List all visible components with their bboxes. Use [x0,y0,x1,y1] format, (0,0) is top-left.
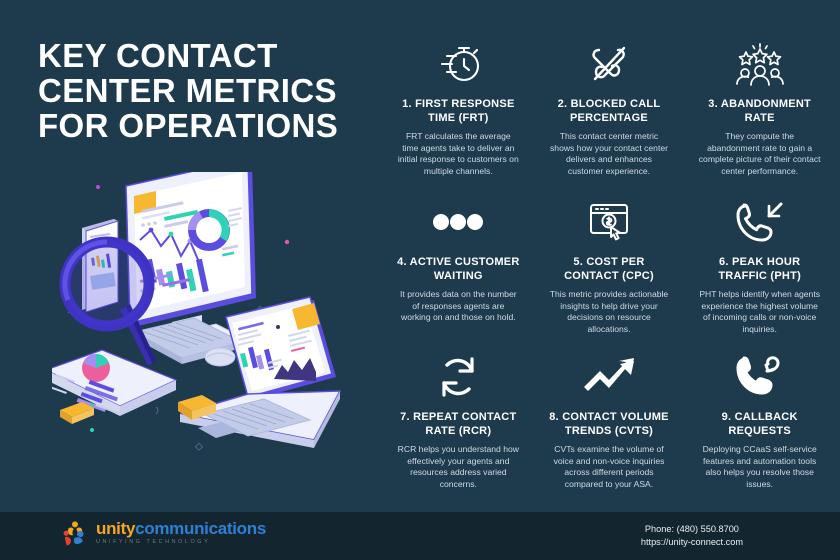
logo-unity-text: unity [96,519,136,539]
metric-title: 7. REPEAT CONTACT RATE (RCR) [400,411,517,437]
stars-people-icon [692,36,827,92]
metric-description: They compute the abandonment rate to gai… [698,131,821,176]
metric-title: 6. PEAK HOUR TRAFFIC (PHT) [718,256,801,282]
metric-title: 9. CALLBACK REQUESTS [721,411,798,437]
computer-mouse [204,347,236,367]
metric-card-first-response-time: 1. FIRST RESPONSE TIME (FRT) FRT calcula… [383,36,534,194]
three-dots-icon [391,194,526,250]
footer-bar: unitycommunications UNIFYING TECHNOLOGY … [0,512,840,560]
incoming-call-icon [692,194,827,250]
unity-people-logo-mark [63,521,84,546]
metric-description: PHT helps identify when agents experienc… [699,289,821,334]
metric-description: CVTs examine the volume of voice and non… [553,444,665,489]
metric-description: RCR helps you understand how effectively… [397,444,519,489]
website-url[interactable]: https://unity-connect.com [640,537,743,547]
metric-card-peak-hour-traffic: 6. PEAK HOUR TRAFFIC (PHT) PHT helps ide… [684,194,835,349]
blocked-call-icon [542,36,677,92]
metric-title: 2. BLOCKED CALL PERCENTAGE [557,98,661,124]
callback-phone-icon [692,349,827,405]
metric-description: This contact center metric shows how you… [550,131,668,176]
magnifying-glass [59,236,156,366]
metric-description: FRT calculates the average time agents t… [397,131,519,176]
decor-curve [155,406,159,415]
decor-diamond [194,442,204,451]
report-document [44,349,178,424]
refresh-cycle-icon [391,349,526,405]
decor-dot [90,428,94,432]
metric-card-repeat-contact-rate: 7. REPEAT CONTACT RATE (RCR) RCR helps y… [383,349,534,499]
isometric-illustration-svg [44,158,342,451]
metrics-grid: 1. FIRST RESPONSE TIME (FRT) FRT calcula… [383,36,835,499]
page-title: KEY CONTACT CENTER METRICS FOR OPERATION… [38,38,368,143]
metric-title: 1. FIRST RESPONSE TIME (FRT) [402,98,515,124]
title-line-1: KEY CONTACT [38,37,278,74]
contact-info: Phone: (480) 550.8700 https://unity-conn… [641,523,743,549]
company-logo[interactable]: unitycommunications UNIFYING TECHNOLOGY [62,520,266,546]
metric-card-active-customer-waiting: 4. ACTIVE CUSTOMER WAITING It provides d… [383,194,534,349]
metric-card-cost-per-contact: 5. COST PER CONTACT (CPC) This metric pr… [534,194,685,349]
decor-dot [96,185,100,189]
stopwatch-icon [391,36,526,92]
laptop-device [178,296,342,448]
desktop-monitor [125,158,256,348]
metric-description: Deploying CCaaS self-service features an… [702,444,817,489]
phone-number[interactable]: Phone: (480) 550.8700 [644,524,739,534]
metric-card-blocked-call-percentage: 2. BLOCKED CALL PERCENTAGE This contact … [534,36,685,194]
metric-title: 3. ABANDONMENT RATE [708,98,812,124]
title-line-3: FOR OPERATIONS [38,107,339,144]
logo-wordmark: unitycommunications UNIFYING TECHNOLOGY [96,520,266,545]
analytics-dashboard-illustration [44,158,392,502]
metric-title: 8. CONTACT VOLUME TRENDS (CVTS) [549,411,669,437]
browser-cost-click-icon [542,194,677,250]
title-line-2: CENTER METRICS [38,72,337,109]
metric-card-callback-requests: 9. CALLBACK REQUESTS Deploying CCaaS sel… [684,349,835,499]
trend-up-arrow-icon [542,349,677,405]
metric-description: This metric provides actionable insights… [549,289,669,334]
metric-title: 4. ACTIVE CUSTOMER WAITING [397,256,520,282]
metric-title: 5. COST PER CONTACT (CPC) [564,256,654,282]
decor-dot [284,239,290,245]
metric-card-contact-volume-trends: 8. CONTACT VOLUME TRENDS (CVTS) CVTs exa… [534,349,685,499]
metric-card-abandonment-rate: 3. ABANDONMENT RATE They compute the aba… [684,36,835,194]
logo-tagline: UNIFYING TECHNOLOGY [96,539,211,546]
metric-description: It provides data on the number of respon… [400,289,517,323]
logo-communications-text: communications [135,519,266,539]
